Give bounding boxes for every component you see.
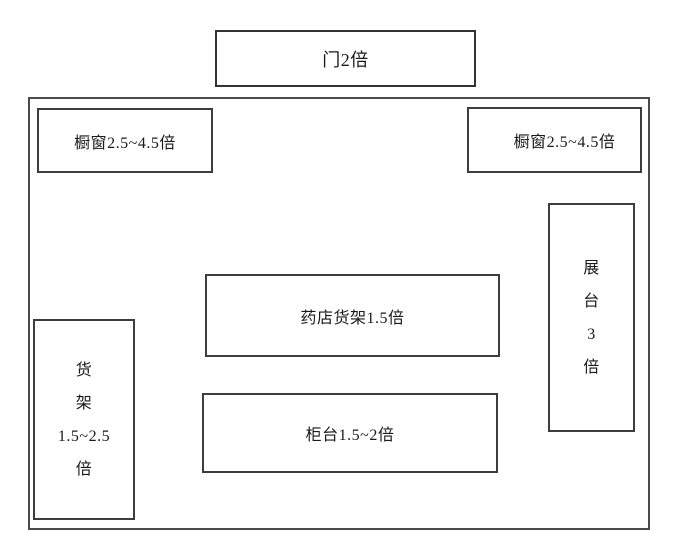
shelf-label-line: 货 xyxy=(75,361,93,379)
display-stand-label-line: 台 xyxy=(583,292,600,310)
window-right-box: 橱窗2.5~4.5倍 xyxy=(467,107,642,173)
display-stand-label-line: 展 xyxy=(583,259,600,277)
counter-box: 柜台1.5~2倍 xyxy=(202,393,498,473)
door-label: 门2倍 xyxy=(322,49,369,70)
window-left-label: 橱窗2.5~4.5倍 xyxy=(74,134,176,152)
door-box: 门2倍 xyxy=(215,30,476,87)
shelf-label-line: 架 xyxy=(75,394,93,412)
pharmacy-shelf-label: 药店货架1.5倍 xyxy=(300,309,405,327)
window-left-box: 橱窗2.5~4.5倍 xyxy=(37,108,213,173)
counter-label: 柜台1.5~2倍 xyxy=(305,427,395,444)
shelf-label-line: 1.5~2.5 xyxy=(57,427,111,445)
display-stand-label-line: 倍 xyxy=(583,358,600,376)
window-right-label: 橱窗2.5~4.5倍 xyxy=(513,134,616,151)
shelf-box: 货 架 1.5~2.5 倍 xyxy=(33,319,135,520)
shelf-label-line: 倍 xyxy=(75,460,93,478)
pharmacy-shelf-box: 药店货架1.5倍 xyxy=(205,274,500,357)
store-outline: 橱窗2.5~4.5倍 橱窗2.5~4.5倍 药店货架1.5倍 柜台1.5~2倍 … xyxy=(28,97,650,530)
display-stand-box: 展 台 3 倍 xyxy=(548,203,635,432)
display-stand-label-line: 3 xyxy=(587,325,596,343)
